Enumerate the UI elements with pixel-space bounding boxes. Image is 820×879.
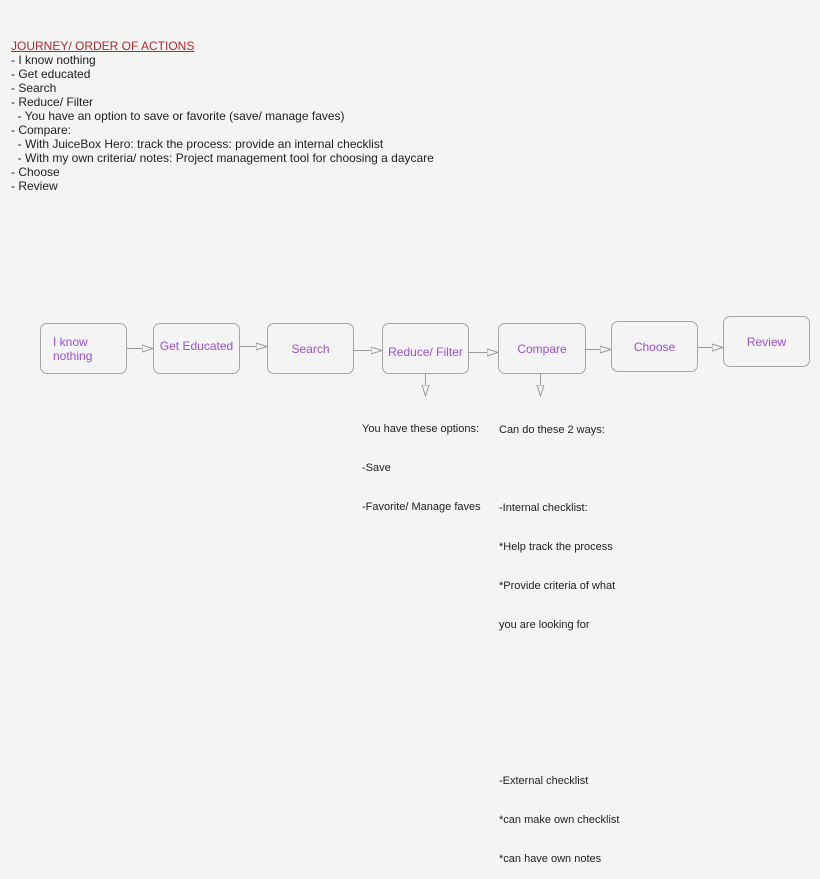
reduce-filter-annotation: You have these options: -Save -Favorite/… <box>362 397 481 527</box>
step-reduce-filter[interactable]: Reduce/ Filter <box>382 323 469 374</box>
note-line: - With JuiceBox Hero: track the process:… <box>11 137 384 151</box>
note-line: - Search <box>11 81 57 95</box>
annotation-line: -External checklist <box>499 775 589 787</box>
note-line: - Get educated <box>11 67 91 81</box>
annotation-line: *Help track the process <box>499 541 613 553</box>
step-label: Get Educated <box>159 338 234 353</box>
annotation-line <box>499 736 619 749</box>
compare-annotation: Can do these 2 ways: -Internal checklist… <box>499 398 619 879</box>
annotation-line: *can make own checklist <box>499 814 620 826</box>
annotation-line: you are looking for <box>499 619 590 631</box>
step-label: Choose <box>633 339 676 354</box>
step-label: Review <box>746 334 787 349</box>
step-get-educated[interactable]: Get Educated <box>153 323 240 374</box>
note-line: - Compare: <box>11 123 72 137</box>
step-label: Compare <box>517 341 567 356</box>
note-line: - I know nothing <box>11 53 96 67</box>
annotation-line: -Favorite/ Manage faves <box>362 501 481 513</box>
note-line: - Choose <box>11 165 60 179</box>
annotation-line <box>499 463 619 476</box>
step-review[interactable]: Review <box>723 316 810 367</box>
step-label: Search <box>291 341 330 356</box>
journey-notes: JOURNEY/ ORDER OF ACTIONS - I know nothi… <box>11 39 434 193</box>
annotation-line: *can have own notes <box>499 853 602 865</box>
note-line: - Review <box>11 179 58 193</box>
step-search[interactable]: Search <box>267 323 354 374</box>
step-label: I know nothing <box>53 334 93 363</box>
step-choose[interactable]: Choose <box>611 321 698 372</box>
note-line: - With my own criteria/ notes: Project m… <box>11 151 434 165</box>
annotation-line: -Save <box>362 462 391 474</box>
annotation-line: Can do these 2 ways: <box>499 424 605 436</box>
annotation-line <box>499 658 619 671</box>
annotation-line <box>499 697 619 710</box>
annotation-line: You have these options: <box>362 423 480 435</box>
step-label: Reduce/ Filter <box>388 344 463 359</box>
step-compare[interactable]: Compare <box>498 323 586 374</box>
note-line: - Reduce/ Filter <box>11 95 94 109</box>
annotation-line: *Provide criteria of what <box>499 580 616 592</box>
annotation-line: -Internal checklist: <box>499 502 588 514</box>
journey-heading: JOURNEY/ ORDER OF ACTIONS <box>11 39 195 53</box>
step-i-know-nothing[interactable]: I know nothing <box>40 323 127 374</box>
note-line: - You have an option to save or favorite… <box>11 109 345 123</box>
